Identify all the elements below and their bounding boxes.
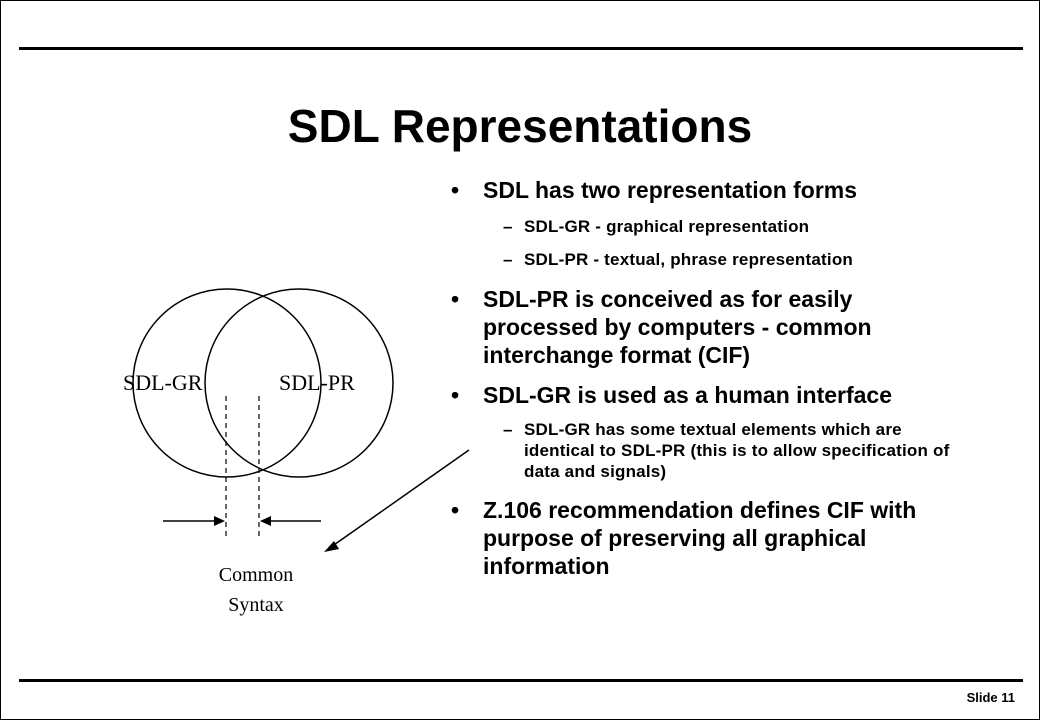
sub-bullet-item: – SDL-PR - textual, phrase representatio…	[449, 249, 969, 270]
sub-bullet-item: – SDL-GR - graphical representation	[449, 216, 969, 237]
bottom-rule	[19, 679, 1023, 682]
left-arrow	[163, 516, 225, 526]
bullet-item: • SDL-PR is conceived as for easily proc…	[449, 285, 969, 369]
sdl-pr-circle	[204, 288, 394, 478]
pointer-arrow	[324, 449, 470, 552]
sdl-gr-circle	[132, 288, 322, 478]
sub-bullet-item: – SDL-GR has some textual elements which…	[449, 419, 969, 482]
sdl-gr-label: SDL-GR	[123, 370, 203, 395]
bullet-text: SDL has two representation forms	[483, 177, 858, 203]
bullet-item: • Z.106 recommendation defines CIF with …	[449, 496, 969, 580]
bullet-text: SDL-PR is conceived as for easily proces…	[483, 286, 872, 368]
common-syntax-caption-line1: Common	[219, 564, 293, 586]
bullet-item: • SDL has two representation forms	[449, 176, 969, 204]
bullet-marker: •	[451, 497, 460, 523]
sub-bullet-text: SDL-GR - graphical representation	[524, 217, 810, 236]
bullet-marker: •	[451, 177, 460, 203]
sub-bullet-marker: –	[503, 250, 513, 269]
bullet-item: • SDL-GR is used as a human interface	[449, 381, 969, 409]
bullet-text: SDL-GR is used as a human interface	[483, 382, 893, 408]
right-arrow	[260, 516, 321, 526]
sub-bullet-marker: –	[503, 217, 513, 236]
bullet-marker: •	[451, 382, 460, 408]
slide-number: Slide 11	[966, 690, 1015, 705]
slide-title: SDL Representations	[287, 100, 753, 152]
sdl-pr-label: SDL-PR	[279, 370, 355, 395]
bullet-text: Z.106 recommendation defines CIF with pu…	[483, 497, 917, 579]
bullet-list: • SDL has two representation forms – SDL…	[449, 176, 969, 580]
top-rule	[19, 47, 1023, 50]
sub-bullet-text: SDL-GR has some textual elements which a…	[524, 420, 950, 481]
common-syntax-caption-line2: Syntax	[228, 594, 284, 616]
sub-bullet-marker: –	[503, 420, 513, 439]
bullet-marker: •	[451, 286, 460, 312]
sub-bullet-text: SDL-PR - textual, phrase representation	[524, 250, 853, 269]
